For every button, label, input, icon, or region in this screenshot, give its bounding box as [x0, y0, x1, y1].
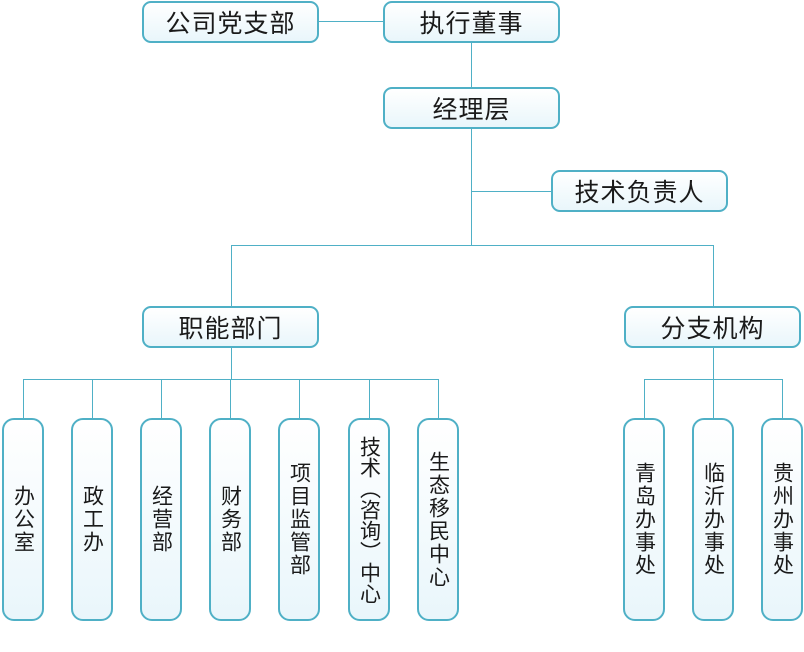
office-qingdao: 青岛办事处 [623, 418, 665, 621]
connector-to-branches [713, 245, 714, 308]
connector-dept-6 [369, 379, 370, 420]
office-linyi: 临沂办事处 [692, 418, 734, 621]
connector-technical-head [471, 191, 552, 192]
dept-office: 办公室 [2, 418, 44, 621]
connector-to-functional [231, 245, 232, 308]
connector-dept-2 [92, 379, 93, 420]
dept-finance: 财务部 [209, 418, 251, 621]
dept-project-supervision: 项目监管部 [278, 418, 320, 621]
connector-office-2 [713, 379, 714, 420]
connector-office-3 [782, 379, 783, 420]
node-branches: 分支机构 [624, 306, 801, 348]
dept-technical-consulting: 技术（咨询）中心 [348, 418, 390, 621]
node-management: 经理层 [383, 87, 560, 129]
dept-business: 经营部 [140, 418, 182, 621]
connector-branches-down [713, 348, 714, 379]
connector-office-1 [644, 379, 645, 420]
connector-dept-4 [230, 379, 231, 420]
node-executive-director: 执行董事 [383, 1, 560, 43]
node-functional-departments: 职能部门 [142, 306, 319, 348]
dept-political-affairs: 政工办 [71, 418, 113, 621]
office-guizhou: 贵州办事处 [761, 418, 803, 621]
connector-dept-7 [438, 379, 439, 420]
connector-departments-bar [23, 379, 439, 380]
connector-dept-3 [161, 379, 162, 420]
node-party-branch: 公司党支部 [142, 1, 319, 43]
connector-management-trunk [471, 129, 472, 245]
connector-executive-management [471, 42, 472, 88]
connector-dept-5 [299, 379, 300, 420]
connector-main-split [231, 245, 714, 246]
connector-functional-down [231, 348, 232, 379]
connector-dept-1 [23, 379, 24, 420]
connector-party-executive [318, 21, 384, 22]
node-technical-head: 技术负责人 [551, 170, 728, 212]
dept-ecological-migration: 生态移民中心 [417, 418, 459, 621]
